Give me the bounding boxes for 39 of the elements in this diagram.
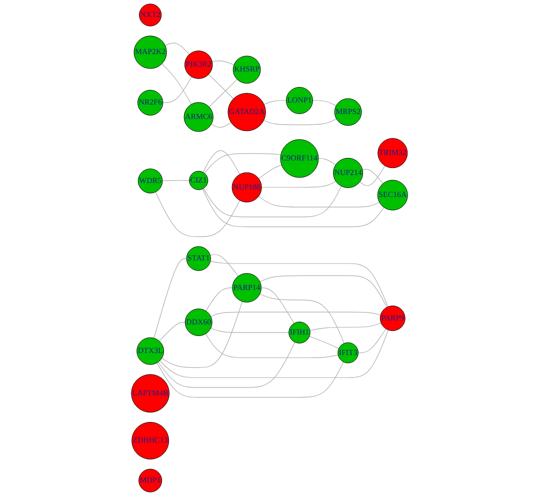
connector xyxy=(212,60,234,66)
connector xyxy=(155,192,240,237)
connector xyxy=(264,100,286,105)
connector xyxy=(258,196,380,208)
connector xyxy=(208,74,234,100)
connector xyxy=(202,150,240,175)
connector xyxy=(164,42,190,55)
connector xyxy=(360,165,386,186)
connector xyxy=(203,186,342,218)
connector xyxy=(159,322,186,342)
connector xyxy=(261,180,336,188)
connector xyxy=(161,301,243,368)
connector xyxy=(210,312,381,317)
connector xyxy=(362,168,384,184)
connector xyxy=(208,79,238,108)
connector xyxy=(263,118,337,126)
connector xyxy=(160,330,389,378)
connector xyxy=(206,288,233,312)
connector xyxy=(162,76,192,103)
connector xyxy=(309,336,340,349)
connector xyxy=(310,322,382,331)
connector xyxy=(211,122,232,128)
connector xyxy=(312,100,336,106)
connector xyxy=(158,342,296,388)
connector xyxy=(318,158,336,166)
connector xyxy=(162,180,190,182)
connector xyxy=(154,258,187,338)
connector xyxy=(204,153,282,174)
connector xyxy=(210,260,388,308)
connector xyxy=(202,188,384,228)
connector xyxy=(162,63,192,105)
connector xyxy=(260,275,388,308)
connector xyxy=(210,328,290,333)
connector xyxy=(358,328,386,354)
connector xyxy=(156,362,344,398)
connector xyxy=(205,333,338,358)
connector xyxy=(260,288,294,324)
connector xyxy=(258,164,282,179)
connector xyxy=(210,254,238,276)
